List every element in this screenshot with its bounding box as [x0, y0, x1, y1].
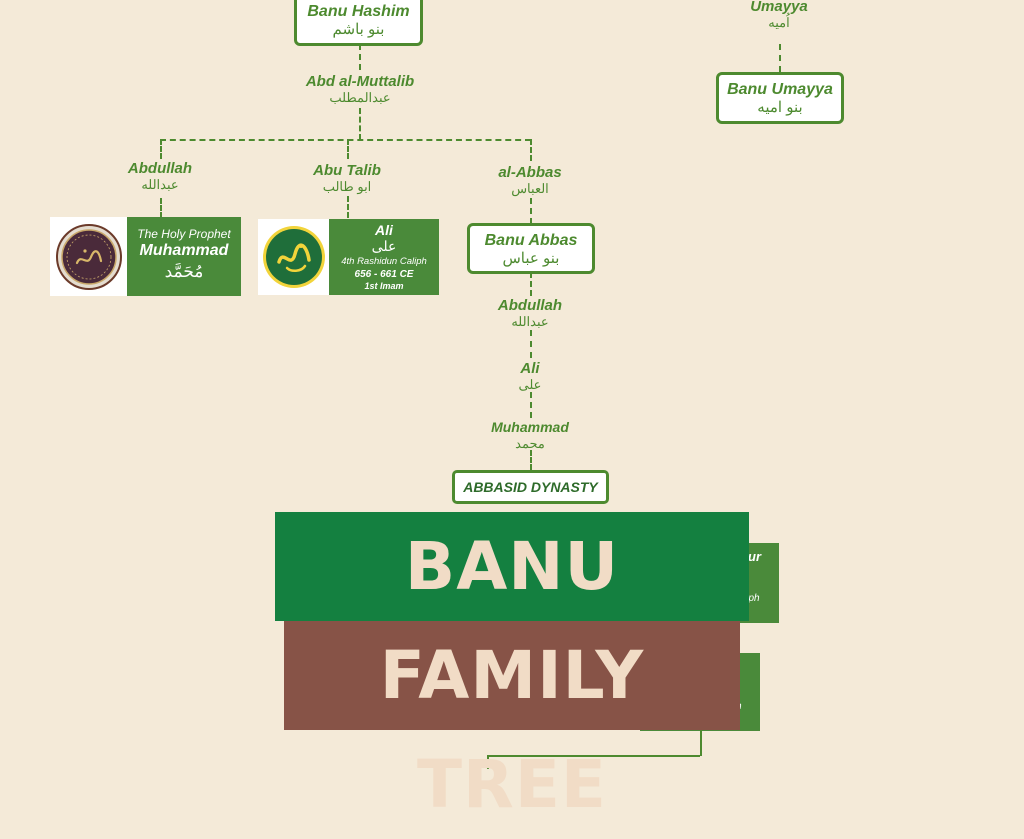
- banu-hashim-arabic: بنو باشم: [332, 21, 385, 38]
- ali-card[interactable]: Ali علی 4th Rashidun Caliph 656 - 661 CE…: [329, 219, 439, 295]
- muhammad-calligraphy-icon: [55, 223, 122, 290]
- ali-card-imam: 1st Imam: [364, 281, 404, 291]
- abdullah-ibn-abbas-arabic: عبدالله: [511, 314, 549, 329]
- line-banuabbas-abdullah: [530, 272, 532, 296]
- muhammad-card-title: The Holy Prophet: [137, 227, 231, 241]
- al-abbas-label: al-Abbas: [498, 164, 562, 181]
- line-hashim-down: [359, 44, 361, 70]
- ali-ibn-abdullah-node[interactable]: Ali علی: [480, 360, 580, 393]
- line-ali-muhammad: [530, 392, 532, 418]
- muhammad-card-arabic: مُحَمَّد: [164, 262, 204, 281]
- abu-talib-arabic: ابو طالب: [322, 179, 372, 194]
- banu-umayya-arabic: بنو امیه: [757, 99, 803, 116]
- muhammad-card[interactable]: The Holy Prophet Muhammad مُحَمَّد: [127, 217, 241, 296]
- line-abutalib-card: [347, 196, 349, 218]
- abd-al-muttalib-node[interactable]: Abd al-Muttalib عبدالمطلب: [290, 73, 430, 106]
- al-abbas-node[interactable]: al-Abbas العباس: [480, 164, 580, 197]
- line-bottom-horizontal: [487, 755, 700, 757]
- ali-ibn-abdullah-arabic: علی: [518, 377, 542, 392]
- abd-al-muttalib-label: Abd al-Muttalib: [305, 73, 415, 90]
- ali-portrait: [258, 219, 329, 295]
- line-bottom-left: [487, 755, 489, 769]
- umayya-label: Umayya: [750, 0, 808, 15]
- muhammad-ibn-ali-arabic: محمد: [515, 436, 545, 451]
- line-abutalib-up: [347, 139, 349, 159]
- line-muttalib-down: [359, 108, 361, 140]
- ali-card-arabic: علی: [371, 238, 397, 254]
- muhammad-card-name: Muhammad: [139, 242, 229, 259]
- banu-hashim-label: Banu Hashim: [307, 3, 410, 20]
- title-family-tree: FAMILY TREE: [284, 621, 740, 823]
- umayya-arabic: اُمیه: [768, 15, 790, 30]
- ali-calligraphy-icon: [262, 226, 325, 288]
- abdullah-ibn-abbas-label: Abdullah: [497, 297, 563, 314]
- line-abdullah-up: [160, 139, 162, 159]
- banu-abbas-node[interactable]: Banu Abbas بنو عباس: [467, 223, 595, 274]
- umayya-node[interactable]: Umayya اُمیه: [729, 0, 829, 31]
- ali-card-caliph: 4th Rashidun Caliph: [341, 256, 427, 267]
- abu-talib-node[interactable]: Abu Talib ابو طالب: [297, 162, 397, 195]
- banu-abbas-label: Banu Abbas: [484, 232, 578, 249]
- ali-card-years: 656 - 661 CE: [354, 269, 414, 280]
- line-abdullah-ali: [530, 330, 532, 358]
- title-banu-abbas: BANU ABBAS: [275, 512, 749, 714]
- muhammad-portrait: [50, 217, 127, 296]
- banu-hashim-node[interactable]: Banu Hashim بنو باشم: [294, 0, 423, 46]
- abdullah-ibn-abbas-node[interactable]: Abdullah عبدالله: [480, 297, 580, 330]
- line-umayya-down: [779, 44, 781, 72]
- line-alabbas-up: [530, 139, 532, 161]
- abd-al-muttalib-arabic: عبدالمطلب: [329, 90, 391, 105]
- line-behind-title: [700, 730, 702, 756]
- ali-card-name: Ali: [375, 222, 393, 238]
- line-children-horizontal: [160, 139, 531, 141]
- line-muhammad-dynasty: [530, 450, 532, 470]
- abu-talib-label: Abu Talib: [313, 162, 381, 179]
- line-alabbas-banuabbas: [530, 198, 532, 224]
- muhammad-ibn-ali-node[interactable]: Muhammad محمد: [470, 419, 590, 452]
- abdullah-node[interactable]: Abdullah عبدالله: [110, 160, 210, 193]
- abdullah-arabic: عبدالله: [141, 177, 179, 192]
- banu-abbas-arabic: بنو عباس: [502, 250, 560, 267]
- banu-umayya-label: Banu Umayya: [727, 81, 833, 98]
- muhammad-ibn-ali-label: Muhammad: [491, 419, 569, 435]
- al-abbas-arabic: العباس: [511, 181, 549, 196]
- abdullah-label: Abdullah: [127, 160, 193, 177]
- ali-ibn-abdullah-label: Ali: [520, 360, 540, 377]
- banu-umayya-node[interactable]: Banu Umayya بنو امیه: [716, 72, 844, 124]
- line-abdullah-card: [160, 198, 162, 218]
- abbasid-dynasty-box[interactable]: ABBASID DYNASTY: [452, 470, 609, 504]
